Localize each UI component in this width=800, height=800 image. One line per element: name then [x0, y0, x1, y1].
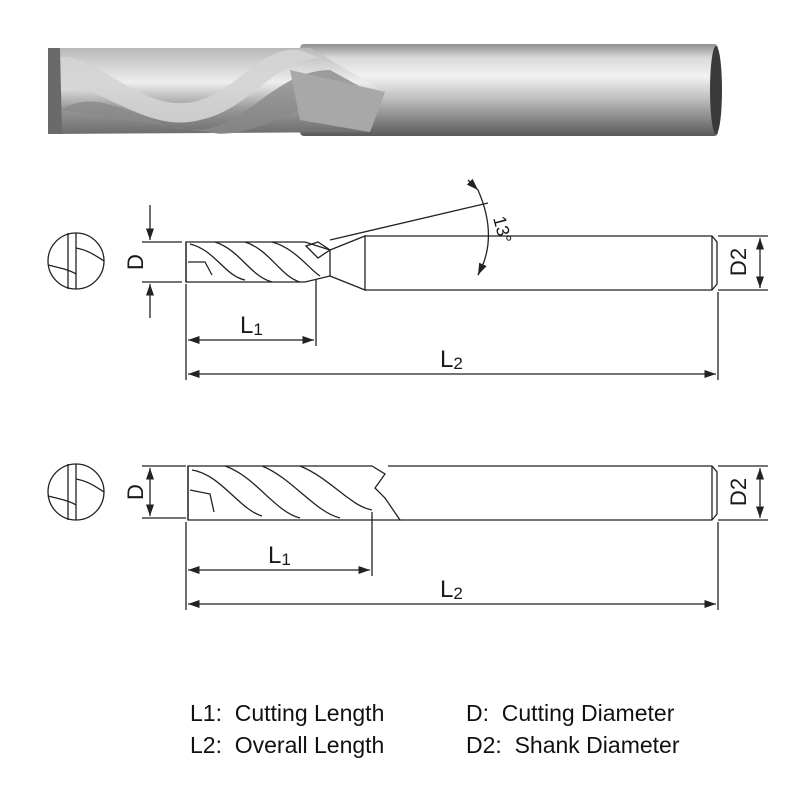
top-l2-label: L2 [440, 346, 463, 373]
legend-d: D: Cutting Diameter [466, 700, 675, 726]
end-view-icon-bottom [47, 463, 105, 521]
end-mill-photo [48, 44, 722, 136]
bottom-d-label: D [123, 484, 148, 500]
bottom-l1-label: L1 [268, 542, 291, 569]
top-l1-label: L1 [240, 312, 263, 339]
end-view-icon-top [47, 232, 105, 290]
bottom-l2-label: L2 [440, 576, 463, 603]
legend-l2: L2: Overall Length [190, 732, 385, 758]
bottom-drawing [47, 463, 768, 610]
top-d-label: D [123, 254, 148, 270]
top-drawing [47, 178, 768, 380]
angle-label: 13° [489, 214, 515, 245]
legend-l1: L1: Cutting Length [190, 700, 385, 726]
bottom-d2-label: D2 [726, 478, 751, 506]
legend-d2: D2: Shank Diameter [466, 732, 680, 758]
top-d2-label: D2 [726, 248, 751, 276]
